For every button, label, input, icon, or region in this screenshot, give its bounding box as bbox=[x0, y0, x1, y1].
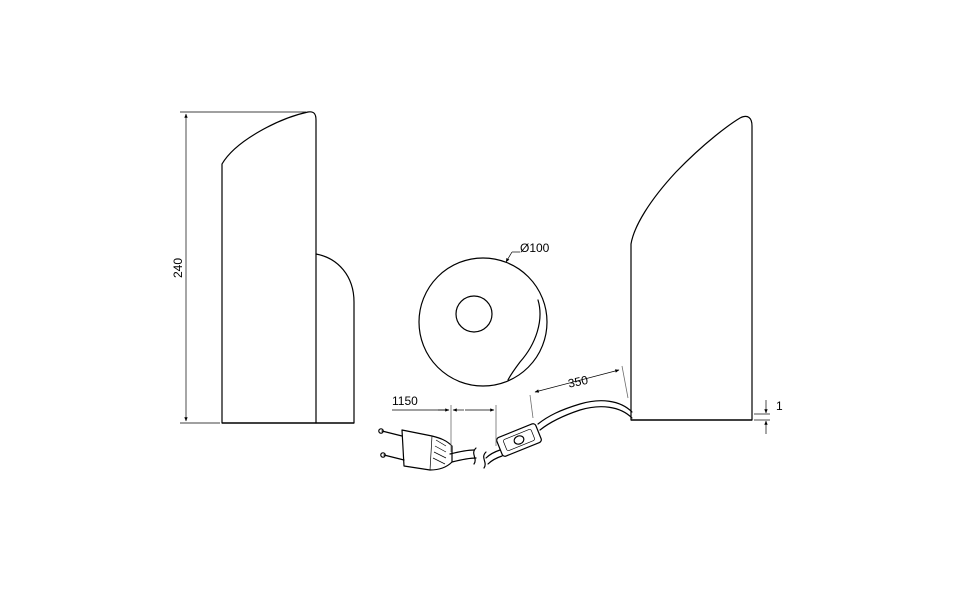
plug-pin-top bbox=[381, 430, 403, 437]
lamp-top-view: Ø100 bbox=[418, 241, 550, 387]
front-view-outline bbox=[630, 115, 753, 421]
cable-total-label: 1150 bbox=[392, 394, 418, 408]
cable-break-right bbox=[483, 451, 487, 469]
cable-exit bbox=[507, 299, 541, 381]
plug-body bbox=[401, 429, 453, 471]
lamp-front-view: 1 bbox=[630, 115, 783, 434]
cable-lower-edge bbox=[539, 406, 633, 431]
rear-tube-outline bbox=[315, 253, 355, 424]
cable-total-dimension: 1150 bbox=[392, 394, 497, 452]
inline-switch bbox=[496, 423, 542, 457]
base-offset-label: 1 bbox=[776, 399, 783, 413]
diameter-label: Ø100 bbox=[520, 241, 550, 255]
lamp-side-view: 240 bbox=[171, 111, 355, 424]
base-offset-dimension: 1 bbox=[754, 399, 783, 434]
cable-to-switch-label: 350 bbox=[567, 373, 590, 391]
front-tube-outline bbox=[221, 111, 317, 424]
cable-to-switch-dimension: 350 bbox=[529, 365, 629, 419]
cable-upper-edge bbox=[537, 400, 633, 425]
switch-button bbox=[513, 435, 525, 445]
plug-pin-bottom bbox=[383, 454, 405, 461]
base-disc bbox=[418, 257, 548, 387]
height-dimension: 240 bbox=[171, 111, 306, 424]
power-cord bbox=[378, 400, 633, 471]
euro-plug bbox=[378, 428, 453, 471]
cable-break-left bbox=[473, 447, 477, 465]
bulb-opening bbox=[455, 295, 493, 333]
height-label: 240 bbox=[171, 258, 185, 278]
